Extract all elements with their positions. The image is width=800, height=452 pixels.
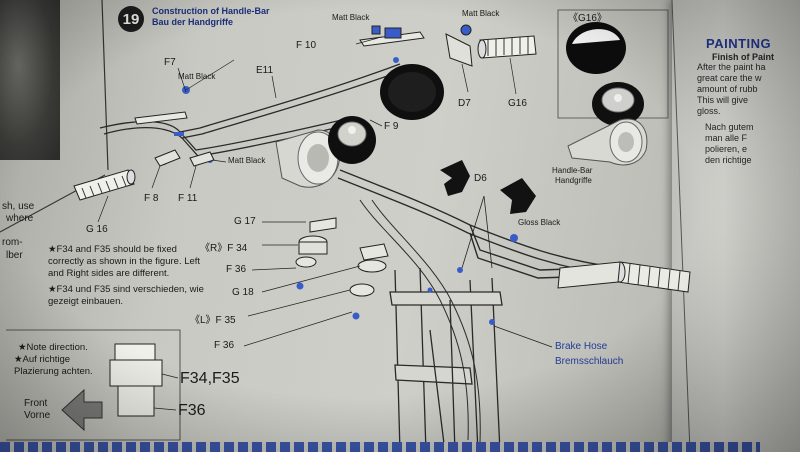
label-g18: G 18: [232, 287, 254, 298]
label-f10: F 10: [296, 40, 317, 51]
right-sheet-sub: Finish of Paint: [712, 52, 774, 62]
panel-border-left: [101, 0, 109, 171]
label-e11: E11: [256, 65, 274, 76]
label-f34-f35: F34,F35: [180, 370, 240, 387]
label-g17: G 17: [234, 216, 256, 227]
upper-right-grip: [477, 35, 537, 59]
bottom-print-strip: [0, 442, 760, 452]
lever-f10: [359, 25, 425, 47]
g16-box: [557, 9, 669, 119]
callout-gloss-black: Gloss Black: [518, 218, 561, 227]
right-sheet-line-8: polieren, e: [705, 144, 748, 154]
label-handle-bar-de: Handgriffe: [555, 176, 592, 185]
callout-matt-black-mid: Matt Black: [228, 156, 266, 165]
front-fork: [359, 199, 503, 452]
label-front-de: Vorne: [24, 410, 51, 421]
d6-leader-2: [483, 195, 493, 269]
step-title-en: Construction of Handle-Bar: [152, 6, 270, 16]
blue-marker-b: [489, 319, 495, 325]
label-f8: F 8: [144, 193, 159, 204]
label-brake-hose-en: Brake Hose: [555, 341, 608, 352]
black-part-d6-left: [440, 160, 470, 196]
note-fix-en: ★F34 and F35 should be fixed correctly a…: [48, 244, 201, 279]
label-r-f34: 《R》F 34: [200, 243, 248, 254]
right-sheet-line-5: gloss.: [697, 106, 721, 116]
bar-clamp-marker: [174, 132, 184, 136]
label-f11: F 11: [178, 193, 198, 204]
label-f7: F7: [164, 57, 176, 68]
right-sheet-line-7: man alle F: [705, 133, 748, 143]
right-sheet-line-1: After the paint ha: [697, 62, 766, 72]
callout-matt-black-top: Matt Black: [332, 13, 370, 22]
right-sheet-line-2: great care the w: [697, 73, 762, 83]
label-f36-inset: F36: [178, 402, 206, 419]
label-f36-upper: F 36: [226, 264, 247, 275]
upper-left-grip: [73, 169, 136, 201]
right-sheet: [672, 0, 800, 452]
left-edge-text-2: where: [6, 213, 34, 224]
label-g16-left: G 16: [86, 224, 108, 235]
d6-leader: [461, 195, 485, 269]
left-page-photo: [0, 0, 60, 160]
callout-matt-black-left: Matt Black: [178, 72, 216, 81]
label-g16-right: G16: [508, 98, 527, 109]
label-brake-hose-de: Bremsschlauch: [555, 356, 624, 367]
note-direction-en: ★Note direction.: [18, 342, 88, 353]
blue-marker-c: [427, 287, 433, 293]
label-leaders: [97, 37, 517, 347]
label-handle-bar-en: Handle-Bar: [552, 166, 593, 175]
step-title-de: Bau der Handgriffe: [152, 17, 234, 27]
small-parts-stack: [295, 217, 389, 320]
part-d7: [445, 24, 473, 67]
right-sheet-line-9: den richtige: [705, 155, 752, 165]
left-edge-text-3: rom-: [2, 237, 23, 248]
brake-hose-leader: [493, 325, 553, 348]
left-edge-text-4: lber: [6, 250, 23, 261]
lower-right-grip: [557, 261, 691, 293]
panel-border-right: [671, 0, 691, 452]
left-edge-text-1: sh, use: [2, 201, 35, 212]
gloss-black-marker: [510, 234, 518, 242]
blue-marker-a: [457, 267, 463, 273]
right-sheet-line-6: Nach gutem: [705, 122, 754, 132]
direction-inset: [6, 329, 181, 441]
label-f9: F 9: [384, 121, 399, 132]
label-f36-lower: F 36: [214, 340, 235, 351]
label-l-f35: 《L》F 35: [190, 315, 236, 326]
black-part-d6-right: [500, 178, 536, 214]
parts-f8-f11: [134, 111, 215, 167]
right-sheet-line-4: This will give: [697, 95, 749, 105]
right-sheet-line-3: amount of rubb: [697, 84, 758, 94]
note-fix-de: ★F34 und F35 sind verschieden, wie gezei…: [48, 284, 204, 307]
label-front-en: Front: [24, 398, 48, 409]
e11-marker: [393, 57, 399, 63]
label-g16-box: 《G16》: [568, 13, 607, 24]
real-parts-photo: [275, 22, 648, 188]
note-direction-de: ★Auf richtige Plazierung achten.: [14, 354, 93, 377]
front-arrow-icon: [61, 388, 103, 432]
label-d6: D6: [474, 173, 487, 184]
label-d7: D7: [458, 98, 471, 109]
callout-matt-black-right: Matt Black: [462, 9, 500, 18]
step-number-badge: 19: [118, 6, 144, 32]
right-sheet-heading: PAINTING: [706, 36, 772, 51]
